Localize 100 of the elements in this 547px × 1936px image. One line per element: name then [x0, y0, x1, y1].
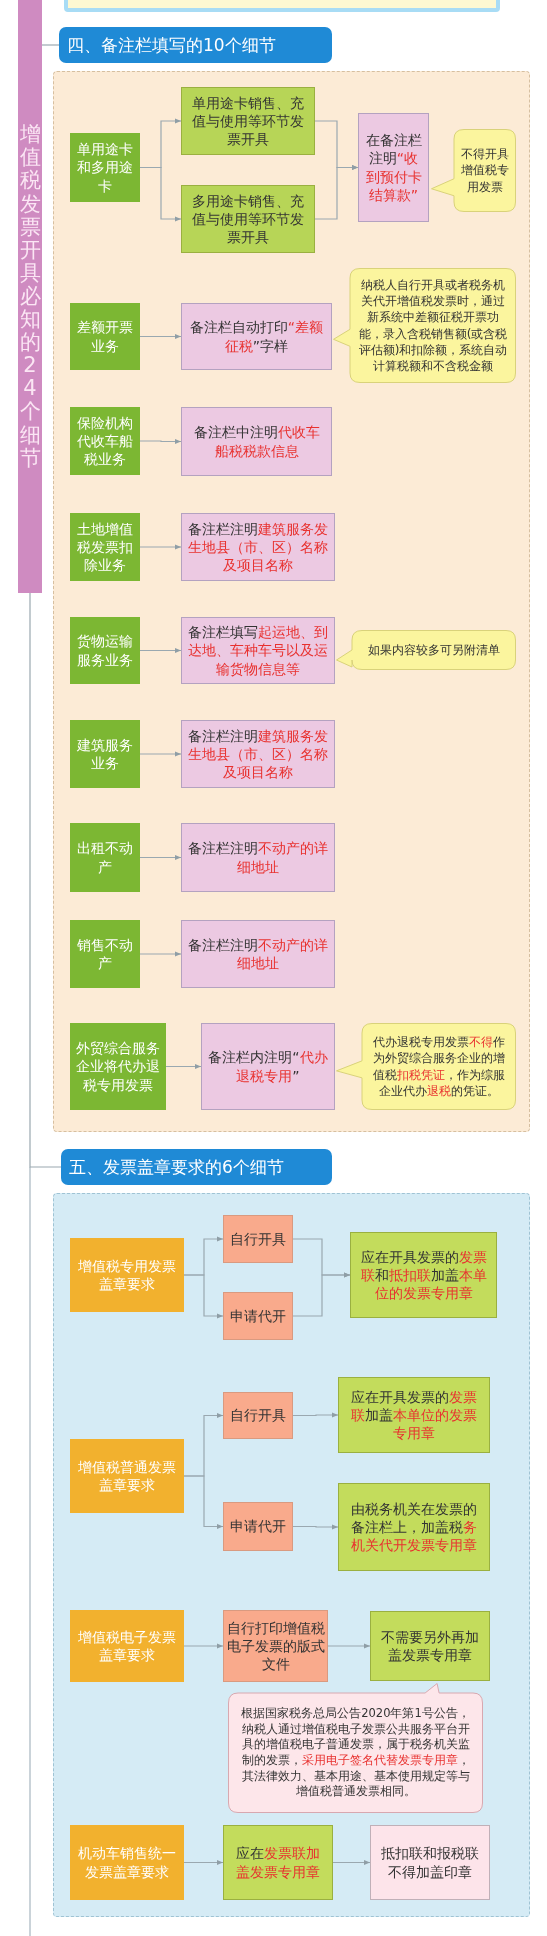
label-text: 应在发票联加盖发票专用章 — [235, 1844, 321, 1881]
note-box — [181, 303, 332, 370]
arrow — [327, 1643, 371, 1649]
arrow — [165, 1063, 202, 1070]
label-text: 不需要另外再加盖发票专用章 — [380, 1627, 480, 1665]
callout-bubble — [336, 1023, 516, 1110]
label-text: 出租不动产 — [76, 839, 134, 876]
category-box — [70, 920, 140, 988]
option-box — [223, 1292, 293, 1340]
label-text: 增值税电子发票盖章要求 — [77, 1627, 177, 1665]
category-box — [70, 303, 140, 370]
result-box — [338, 1483, 490, 1571]
arrow — [183, 1475, 224, 1530]
arrow — [183, 1643, 224, 1649]
note-box — [181, 407, 332, 476]
label-text: 单用途卡销售、充值与使用等环节发票开具 — [191, 93, 305, 149]
label-text: 代办退税专用发票不得作为外贸综合服务企业的增值税扣税凭证，作为综服企业代办退税的凭证。 — [372, 1034, 506, 1099]
option-box — [223, 1502, 293, 1551]
connector-line — [41, 44, 60, 46]
label-text: 机动车销售统一发票盖章要求 — [77, 1844, 177, 1881]
label-text: 自行打印增值税电子发票的版式文件 — [226, 1618, 325, 1674]
result-box — [223, 1825, 333, 1900]
arrow — [183, 1859, 224, 1866]
label-text: 在备注栏注明“收到预付卡结算款” — [365, 131, 422, 204]
label-text: 抵扣联和报税联不得加盖印章 — [380, 1844, 480, 1881]
option-box — [223, 1610, 328, 1682]
label-text: 应在开具发票的发票联加盖本单位的发票专用章 — [350, 1387, 478, 1443]
label-text: 根据国家税务总局公告2020年第1号公告，纳税人通过增值税电子发票公共服务平台开具的增值税电子普通发票，属于税务机关监制的发票，采用电子签名代替发票专用章，其法律效力、基本用途、基本使用规定等与增值税普通发票相同。 — [240, 1706, 471, 1800]
connector-line — [29, 592, 62, 1168]
note-box — [181, 720, 335, 788]
arrow — [183, 1274, 224, 1319]
title-band — [18, 0, 42, 593]
label-text: 备注栏中注明代收车船税税款信息 — [192, 423, 321, 460]
arrow — [139, 544, 182, 550]
result-box — [338, 1377, 490, 1453]
arrow — [139, 854, 182, 861]
category-box — [70, 133, 140, 202]
label-text: 由税务机关在发票的备注栏上，加盖税务机关代开发票专用章 — [350, 1499, 478, 1555]
callout-bubble — [228, 1683, 483, 1813]
process-box — [181, 185, 315, 253]
result-box — [370, 1611, 490, 1681]
category-box — [70, 513, 140, 581]
section-heading — [59, 27, 332, 63]
heading-text: 五、发票盖章要求的6个细节 — [69, 1155, 284, 1179]
category-box — [70, 1439, 184, 1513]
result-box — [350, 1232, 497, 1318]
category-box — [70, 407, 140, 475]
callout-bubble — [333, 268, 516, 383]
label-text: 建筑服务业务 — [76, 735, 134, 773]
arrow — [292, 1272, 351, 1317]
process-box — [181, 87, 315, 155]
label-text: 增值税专用发票盖章要求 — [77, 1256, 177, 1294]
heading-text: 四、备注栏填写的10个细节 — [67, 33, 276, 57]
label-text: 销售不动产 — [76, 935, 134, 973]
category-box — [70, 1023, 166, 1110]
label-text: 备注栏注明不动产的详细地址 — [188, 839, 328, 876]
note-box — [181, 823, 335, 892]
label-text: 增值税发票开具必知的24个细节 — [19, 123, 41, 470]
note-box — [181, 513, 335, 581]
option-box — [223, 1392, 293, 1439]
label-text: 申请代开 — [230, 1306, 286, 1326]
arrow — [332, 1859, 371, 1866]
arrow — [139, 647, 182, 654]
section-heading — [61, 1149, 332, 1185]
label-text: 增值税普通发票盖章要求 — [77, 1457, 177, 1495]
label-text: 如果内容较多可另附清单 — [368, 641, 500, 659]
label-text: 备注栏填写起运地、到达地、车种车号以及运输货物信息等 — [188, 623, 328, 678]
callout-bubble — [336, 630, 516, 670]
label-text: 保险机构代收车船税业务 — [76, 413, 134, 469]
note-box — [358, 113, 429, 222]
category-box — [70, 1238, 184, 1312]
option-box — [223, 1215, 293, 1263]
label-text: 备注栏自动打印“差额征税”字样 — [188, 318, 325, 355]
label-text: 备注栏内注明“代办退税专用” — [208, 1048, 328, 1085]
arrow — [139, 438, 182, 445]
label-text: 外贸综合服务企业将代办退税专用发票 — [75, 1039, 161, 1094]
note-box — [370, 1825, 490, 1900]
label-text: 应在开具发票的发票联和抵扣联加盖本单位的发票专用章 — [359, 1247, 488, 1303]
arrow — [139, 751, 182, 757]
label-text: 多用途卡销售、充值与使用等环节发票开具 — [191, 191, 305, 247]
label-text: 货物运输服务业务 — [76, 632, 134, 669]
label-text: 差额开票业务 — [76, 318, 134, 355]
callout-bubble — [431, 129, 516, 212]
arrow — [139, 166, 182, 222]
category-box — [70, 617, 140, 684]
label-text: 申请代开 — [230, 1517, 286, 1536]
category-box — [70, 1825, 184, 1900]
label-text: 备注栏注明不动产的详细地址 — [188, 935, 328, 973]
label-text: 土地增值税发票扣除业务 — [76, 519, 134, 575]
label-text: 备注栏注明建筑服务发生地县（市、区）名称及项目名称 — [188, 726, 328, 782]
label-text: 纳税人自行开具或者税务机关代开增值税发票时，通过新系统中差额征税开票功能，录入含税销售额(或含税评估额)和扣除额，系统自动计算税额和不含税金额 — [357, 276, 509, 375]
section-panel — [53, 71, 530, 1132]
label-text: 自行开具 — [230, 1406, 286, 1425]
note-box — [201, 1023, 335, 1110]
section-panel — [53, 1193, 530, 1917]
category-box — [70, 823, 140, 892]
note-box — [181, 920, 335, 988]
note-box — [181, 617, 335, 684]
arrow — [139, 333, 182, 340]
label-text: 不得开具增值税专用发票 — [460, 146, 510, 195]
